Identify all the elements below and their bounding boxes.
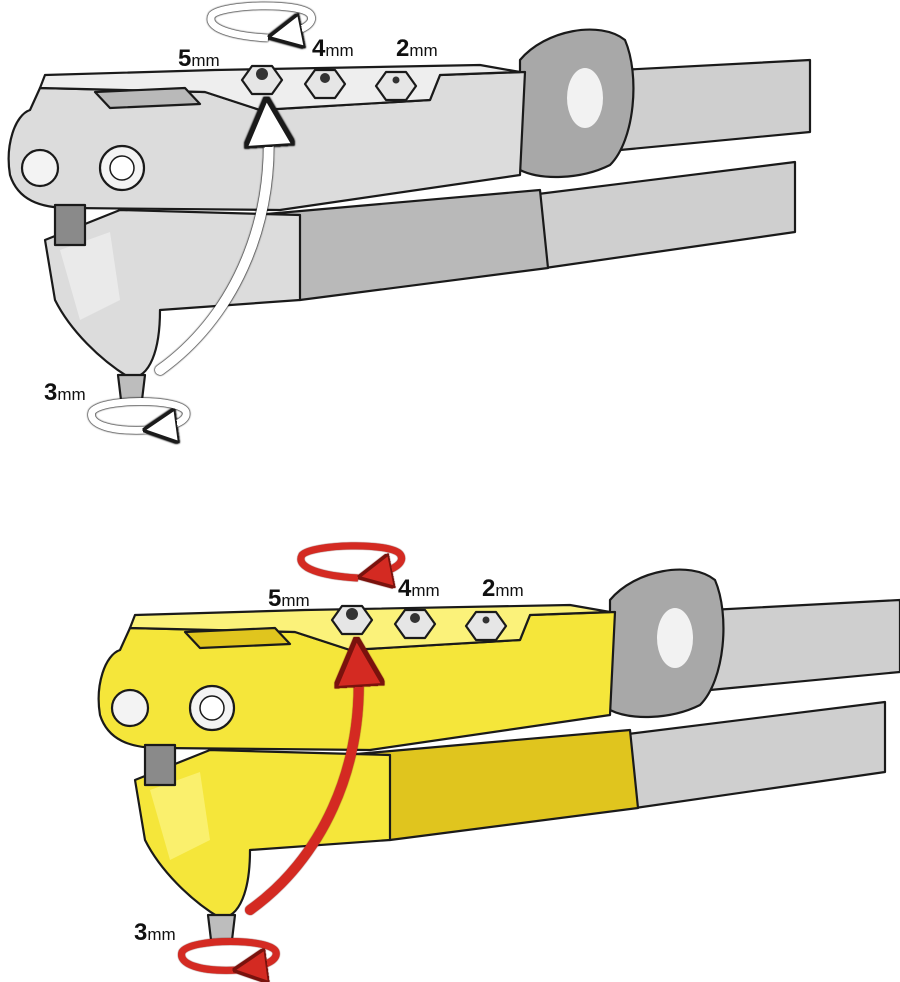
nose-highlight <box>150 772 210 860</box>
rotate-arrow-installed <box>88 398 190 431</box>
lower-grip <box>618 700 887 810</box>
swap-arrow <box>155 122 269 375</box>
mandrel <box>143 743 177 787</box>
rotate-arrow-stored <box>207 2 315 38</box>
stored-nozzle-4mm <box>393 608 437 640</box>
stored-nozzle-5mm <box>330 604 374 636</box>
arm-slot <box>93 86 202 110</box>
pivot-pin-front <box>20 148 60 188</box>
rotate-arrow-stored <box>297 542 405 578</box>
label-2mm: 2mm <box>482 575 524 602</box>
upper-grip <box>708 598 900 692</box>
stored-nozzle-4mm <box>303 68 347 100</box>
label-3mm-installed: 3mm <box>134 919 176 946</box>
stored-nozzle-5mm <box>240 64 284 96</box>
label-3mm-installed: 3mm <box>44 379 86 406</box>
mandrel <box>53 203 87 247</box>
top-rivet-tool <box>7 2 812 431</box>
lower-grip <box>528 160 797 270</box>
label-5mm: 5mm <box>178 45 220 72</box>
bottom-size-labels: 5mm 4mm 2mm 3mm <box>134 575 524 946</box>
label-4mm: 4mm <box>398 575 440 602</box>
nose-highlight <box>60 232 120 320</box>
bottom-rivet-tool <box>97 542 900 971</box>
label-2mm: 2mm <box>396 35 438 62</box>
label-5mm: 5mm <box>268 585 310 612</box>
label-4mm: 4mm <box>312 35 354 62</box>
arm-slot <box>183 626 292 650</box>
pivot-pin-front <box>110 688 150 728</box>
installed-nozzle <box>116 373 147 402</box>
top-size-labels: 5mm 4mm 2mm 3mm <box>44 35 438 406</box>
rotate-arrow-installed <box>178 938 280 971</box>
stored-nozzle-2mm <box>374 70 418 102</box>
installed-nozzle <box>206 913 237 942</box>
upper-grip <box>618 58 812 152</box>
swap-arrow <box>245 662 359 915</box>
stored-nozzle-2mm <box>464 610 508 642</box>
